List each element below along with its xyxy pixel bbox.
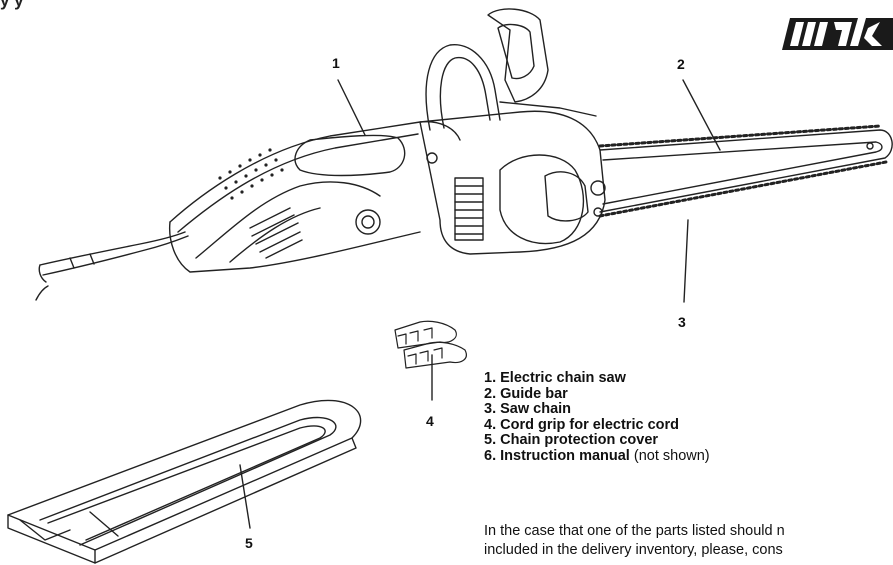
parts-list-item: 2. Guide bar [484,385,568,402]
top-cut-heading: y y [0,0,24,10]
parts-list-item: 6. Instruction manual (not shown) [484,447,710,464]
parts-list-item: 3. Saw chain [484,401,572,418]
callout-1: 1 [332,55,340,71]
saw-chain [598,124,888,218]
parts-list: 1. Electric chain saw 2. Guide bar 3. Sa… [484,370,710,465]
callout-3: 3 [678,314,686,330]
guide-bar [599,129,893,213]
callout-2: 2 [677,56,685,72]
paragraph-line: In the case that one of the parts listed… [484,523,785,539]
callout-4: 4 [426,413,434,429]
callout-5: 5 [245,535,253,551]
chain-protection-cover [7,399,362,564]
parts-list-item: 1. Electric chain saw [484,370,626,386]
parts-list-item: 4. Cord grip for electric cord [484,416,679,433]
delivery-note-paragraph: In the case that one of the parts listed… [484,522,893,560]
saw-body [168,110,606,273]
cord-grip [394,320,467,369]
power-cord [35,231,189,301]
brand-logo [768,0,893,52]
front-handle [425,8,597,131]
parts-list-item: 5. Chain protection cover [484,432,659,449]
paragraph-line: included in the delivery inventory, plea… [484,542,783,558]
